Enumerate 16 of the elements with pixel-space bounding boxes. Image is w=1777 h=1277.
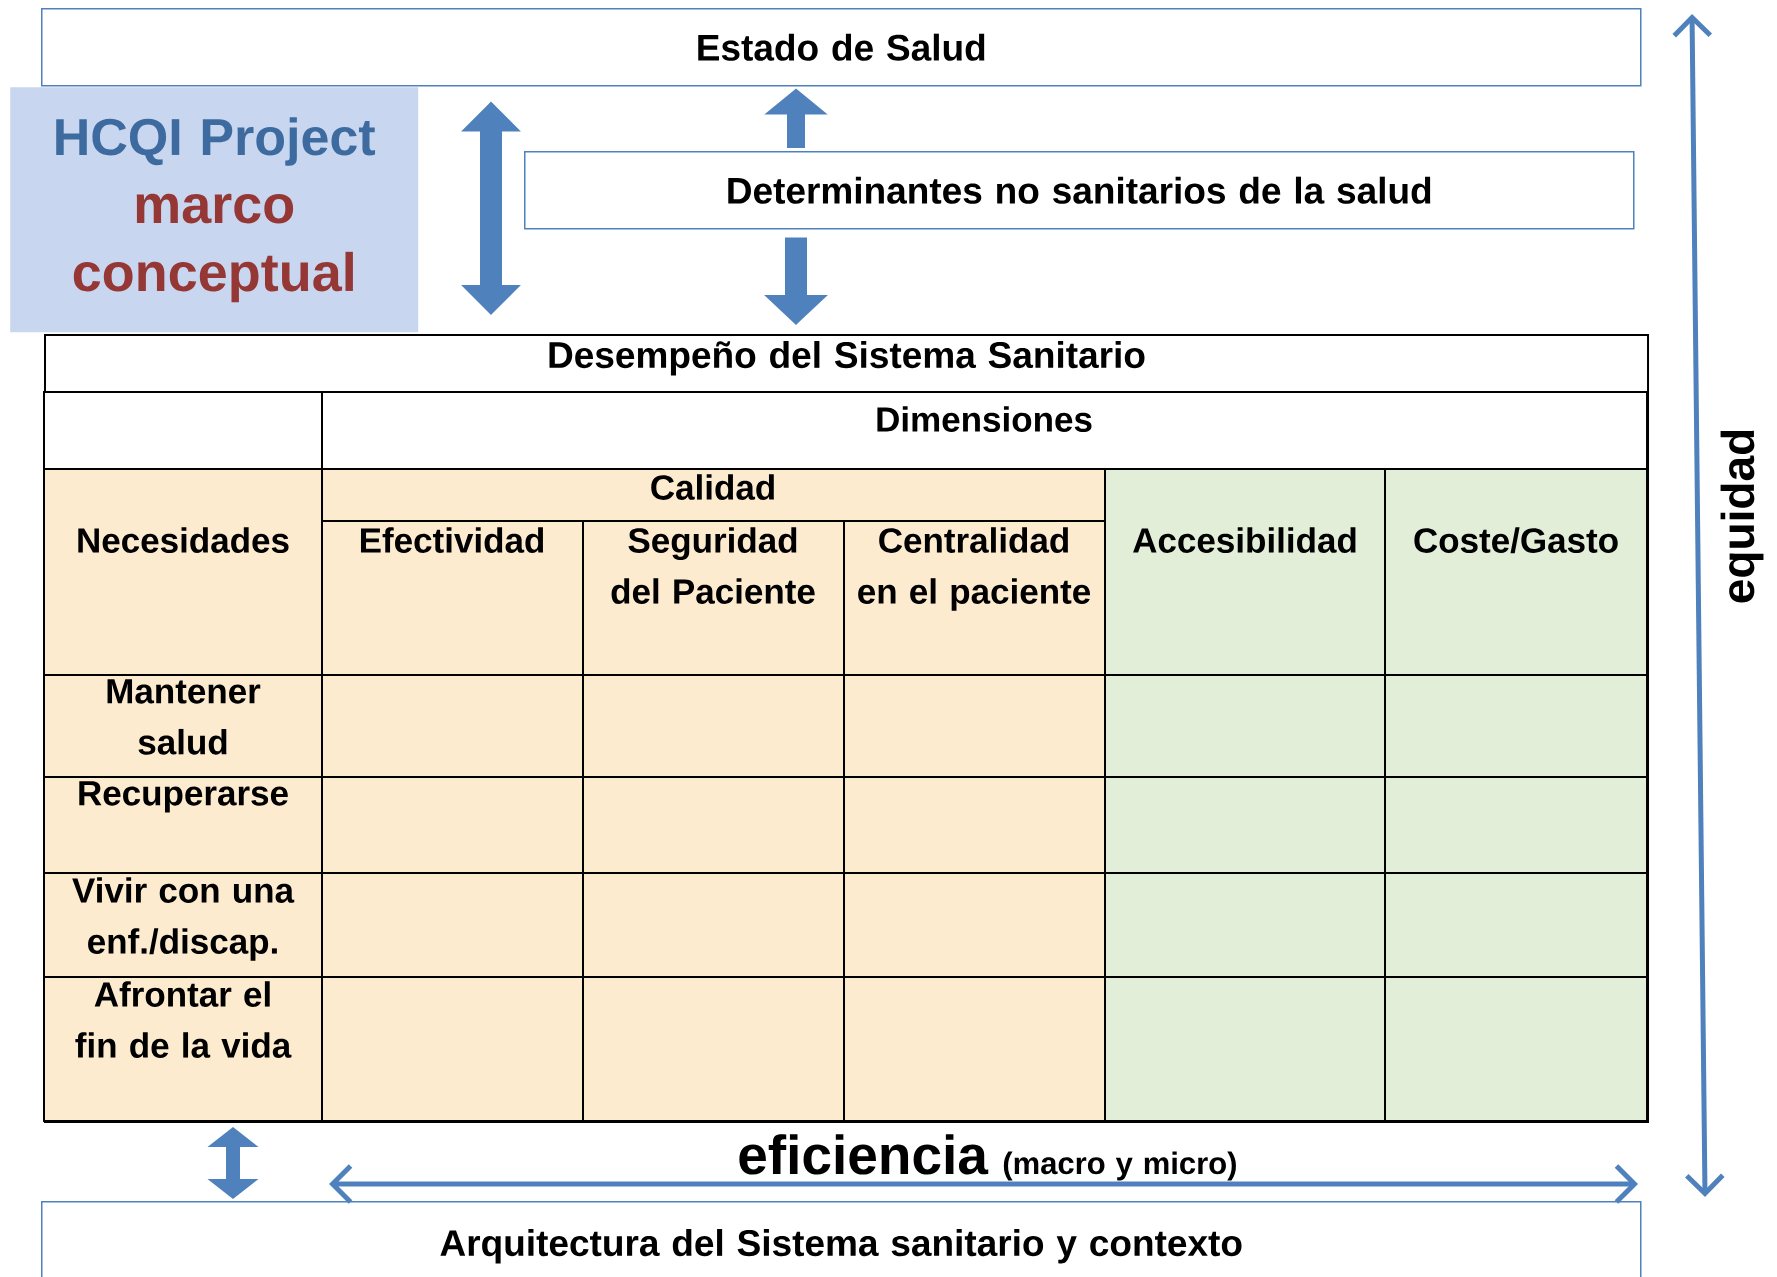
text-box: Estado de Salud — [41, 8, 1642, 87]
title-panel: HCQI Project marco conceptual — [10, 87, 419, 333]
text-box: Determinantes no sanitarios de la salud — [524, 151, 1635, 230]
table-cell: Recuperarse — [43, 776, 323, 874]
table-cell: Afrontar el fin de la vida — [43, 976, 323, 1122]
table-cell: Centralidad en el paciente — [843, 520, 1106, 676]
table-cell: Seguridad del Paciente — [582, 520, 845, 676]
table-cell: Vivir con una enf./discap. — [43, 872, 323, 978]
block-arrow — [207, 1127, 259, 1199]
arrow-label: (macro y micro) — [1003, 1151, 1236, 1181]
table-cell: Efectividad — [321, 520, 584, 676]
table-cell: Mantener salud — [43, 674, 323, 778]
arrow-label: equidad — [1720, 430, 1764, 603]
table-cell: Calidad — [321, 468, 1106, 522]
text-box: Arquitectura del Sistema sanitario y contexto — [41, 1201, 1642, 1277]
arrow-label: eficiencia — [739, 1134, 989, 1175]
